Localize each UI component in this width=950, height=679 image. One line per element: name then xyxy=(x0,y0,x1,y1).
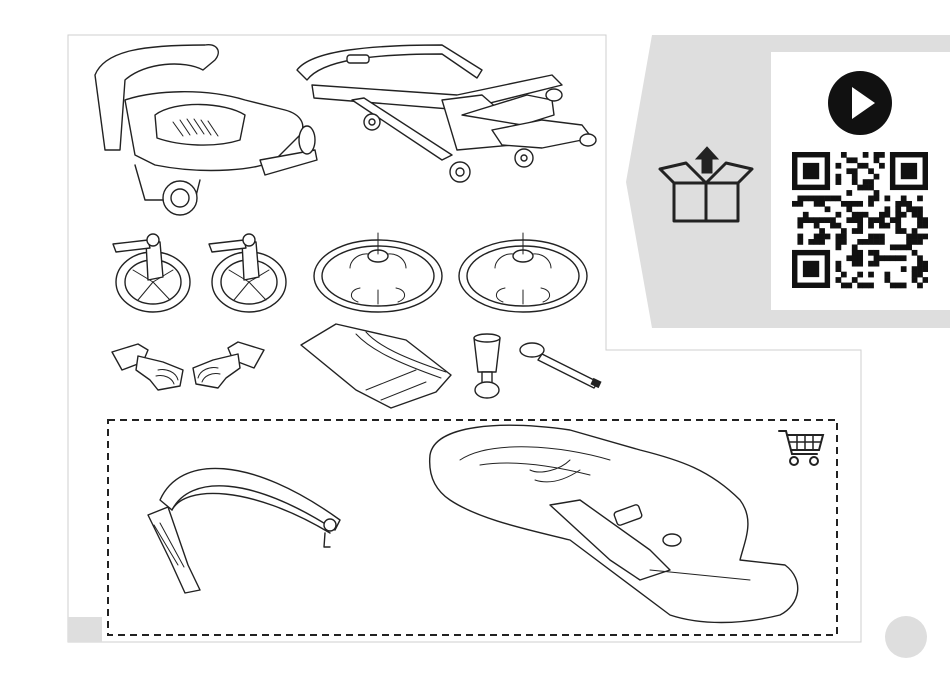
front-swivel-wheel-right xyxy=(204,232,294,314)
bumper-bar xyxy=(140,455,350,595)
front-swivel-wheel-left xyxy=(108,232,198,314)
cup-holder xyxy=(470,332,510,402)
stroller-frame-folded xyxy=(85,40,325,220)
adapter-left xyxy=(108,340,188,395)
rear-wheel-left xyxy=(310,228,446,316)
corner-tab xyxy=(68,617,102,642)
tool-strap xyxy=(518,340,608,392)
qr-code-icon[interactable] xyxy=(792,152,928,290)
open-box-arrow-icon xyxy=(656,145,756,227)
rear-wheel-right xyxy=(455,228,591,316)
play-icon[interactable] xyxy=(827,70,893,136)
page-circle-icon xyxy=(885,616,927,658)
shopping-cart-icon xyxy=(777,428,825,468)
seat-liner xyxy=(420,420,810,632)
stroller-frame-unfolded xyxy=(292,40,608,190)
rain-cover-folded xyxy=(296,320,456,412)
adapter-right xyxy=(188,338,268,393)
